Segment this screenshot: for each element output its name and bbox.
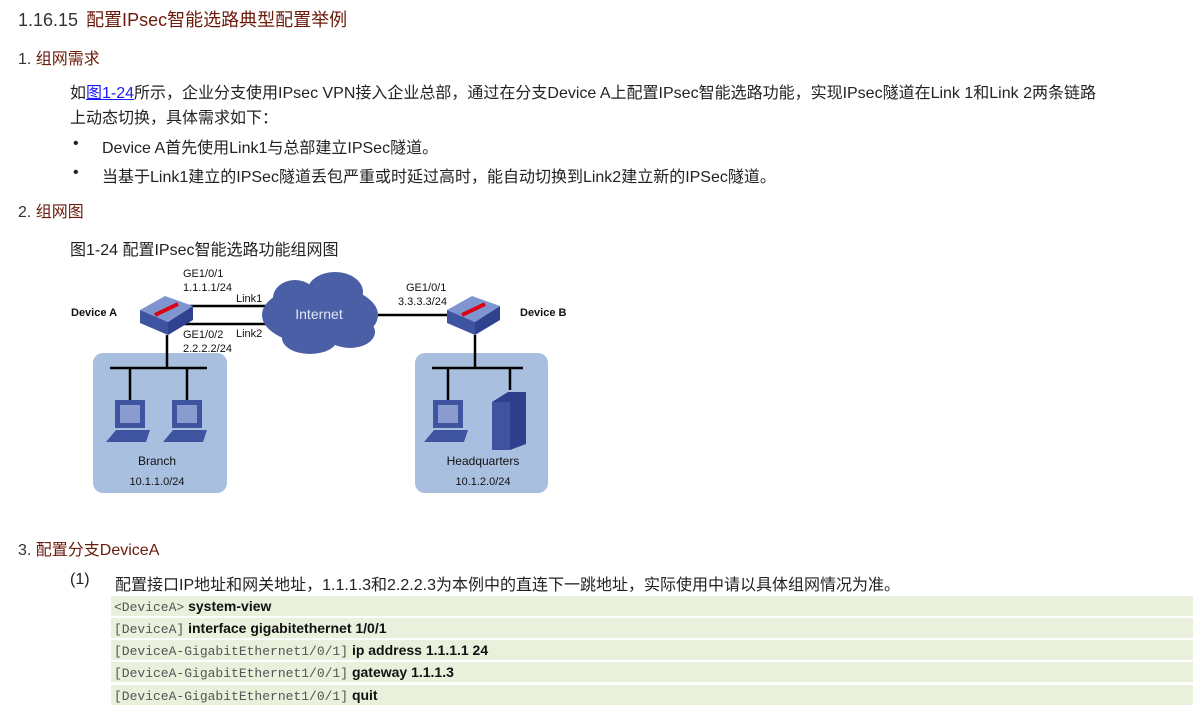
intro-line-2: 上动态切换，具体需求如下： xyxy=(70,110,279,127)
branch-area xyxy=(93,353,227,493)
heading-diagram: 2. 组网图 xyxy=(18,204,84,221)
svg-text:Headquarters: Headquarters xyxy=(447,454,520,468)
pc-icon xyxy=(424,400,468,442)
network-diagram: Internet GE1/0/1 1.1.1.1/24 Link1 Link2 … xyxy=(71,268,567,493)
figure-link[interactable]: 图1-24 xyxy=(86,85,135,102)
heading-requirements: 1. 组网需求 xyxy=(18,51,100,68)
svg-text:Link1: Link1 xyxy=(236,293,262,305)
bullet-icon: • xyxy=(73,135,79,152)
code-line: [DeviceA-GigabitEthernet1/0/1] quit xyxy=(111,685,1193,705)
code-line: <DeviceA> system-view xyxy=(111,596,1193,616)
intro-line-1: 如图1-24所示，企业分支使用IPsec VPN接入企业总部，通过在分支Devi… xyxy=(70,85,1096,102)
device-a-label: Device A xyxy=(71,307,117,319)
code-line: [DeviceA] interface gigabitethernet 1/0/… xyxy=(111,618,1193,638)
cloud-icon xyxy=(262,272,378,354)
figure-caption: 图1-24 配置IPsec智能选路功能组网图 xyxy=(70,242,339,259)
svg-text:Link2: Link2 xyxy=(236,328,262,340)
svg-text:3.3.3.3/24: 3.3.3.3/24 xyxy=(398,296,447,308)
code-line: [DeviceA-GigabitEthernet1/0/1] ip addres… xyxy=(111,640,1193,660)
bullet-item: Device A首先使用Link1与总部建立IPSec隧道。 xyxy=(102,140,439,157)
pc-icon xyxy=(106,400,150,442)
svg-text:GE1/0/1: GE1/0/1 xyxy=(183,268,223,280)
svg-text:GE1/0/1: GE1/0/1 xyxy=(406,282,446,294)
pc-icon xyxy=(163,400,207,442)
device-b-label: Device B xyxy=(520,307,567,319)
svg-text:GE1/0/2: GE1/0/2 xyxy=(183,329,223,341)
svg-text:10.1.2.0/24: 10.1.2.0/24 xyxy=(455,476,510,488)
code-line: [DeviceA-GigabitEthernet1/0/1] gateway 1… xyxy=(111,662,1193,682)
internet-label: Internet xyxy=(295,306,343,322)
heading-config: 3. 配置分支DeviceA xyxy=(18,542,160,559)
step-text: 配置接口IP地址和网关地址，1.1.1.3和2.2.2.3为本例中的直连下一跳地… xyxy=(115,577,900,594)
step-number: (1) xyxy=(70,571,90,588)
firewall-b-icon xyxy=(447,296,500,335)
svg-text:2.2.2.2/24: 2.2.2.2/24 xyxy=(183,343,232,355)
bullet-icon: • xyxy=(73,164,79,181)
firewall-a-icon xyxy=(140,296,193,335)
svg-text:1.1.1.1/24: 1.1.1.1/24 xyxy=(183,282,232,294)
svg-text:10.1.1.0/24: 10.1.1.0/24 xyxy=(129,476,184,488)
svg-text:Branch: Branch xyxy=(138,454,176,468)
server-icon xyxy=(492,392,526,450)
bullet-item: 当基于Link1建立的IPSec隧道丢包严重或时延过高时，能自动切换到Link2… xyxy=(102,169,776,186)
